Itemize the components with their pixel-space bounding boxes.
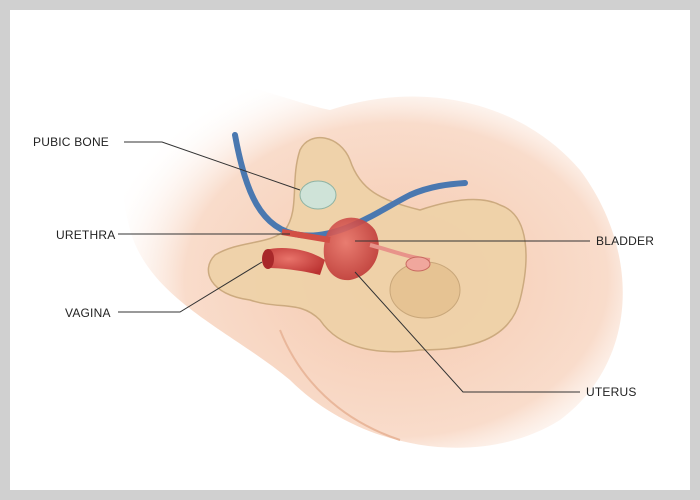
bladder-balloon xyxy=(299,180,337,210)
diagram-frame: PUBIC BONE URETHRA VAGINA BLADDER UTERUS xyxy=(10,10,690,490)
leader-lines xyxy=(118,141,590,393)
label-urethra: URETHRA xyxy=(56,228,116,242)
label-vagina: VAGINA xyxy=(65,306,111,320)
label-pubic-bone: PUBIC BONE xyxy=(33,135,110,149)
urethra-organ xyxy=(281,229,331,243)
anatomy-illustration xyxy=(118,74,623,448)
label-bladder: BLADDER xyxy=(596,234,655,248)
bladder-organ xyxy=(323,217,379,281)
vagina-organ xyxy=(265,248,325,275)
obturator-foramen xyxy=(389,261,461,319)
label-uterus: UTERUS xyxy=(586,385,637,399)
ovary xyxy=(405,256,431,272)
vagina-opening xyxy=(262,249,274,269)
buttock-crease xyxy=(279,329,401,441)
